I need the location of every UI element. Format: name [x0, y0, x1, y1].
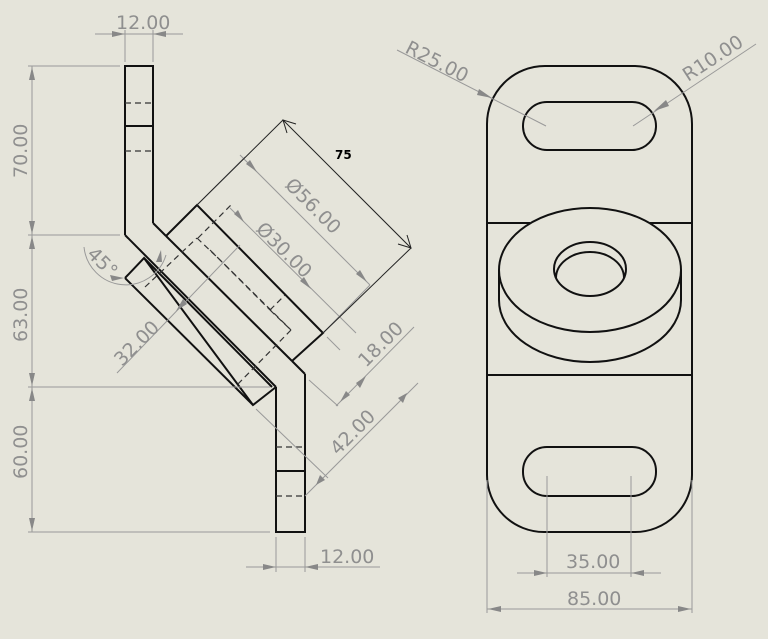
dim-bottom-height: 60.00 [10, 425, 32, 479]
dim-boss-length: 42.00 [326, 406, 380, 460]
hole-inner [555, 251, 625, 279]
dim-middle-height: 63.00 [10, 288, 32, 342]
hole-top [553, 241, 627, 297]
plate-upper-edge-a [152, 222, 167, 237]
dim-hole-diameter: Ø30.00 [251, 218, 316, 283]
hole-hidden-f [269, 294, 286, 311]
hole-hidden-a [144, 237, 198, 288]
bottom-slot [522, 446, 657, 497]
dim-corner-radius: R25.00 [402, 37, 472, 87]
hole-hidden-b [196, 237, 219, 259]
bottom-leg-outline [275, 374, 306, 533]
boss-mid-edge [165, 235, 293, 362]
boss-side [498, 270, 682, 363]
dim-slot-radius: R10.00 [679, 31, 748, 86]
dim-top-width: 12.00 [116, 12, 170, 34]
top-slot [522, 101, 657, 151]
boss-top-face [165, 203, 325, 362]
hole-hidden-g [269, 309, 292, 331]
dim-boss-offset: 18.00 [354, 318, 408, 372]
dim-slot-spacing: 35.00 [566, 551, 620, 573]
dim-plate-thickness: 32.00 [110, 317, 164, 371]
boss-bottom-edge [124, 277, 254, 406]
front-view: R25.00 R10.00 35.00 85.00 [396, 31, 757, 613]
plate-lower-edge [124, 234, 277, 388]
plate-upper-edge-b [291, 360, 306, 375]
side-view: 12.00 70.00 63.00 60.00 45° 32.00 [10, 12, 419, 572]
boss-inner-edge [143, 257, 273, 388]
annotation-75: 75 [335, 148, 352, 162]
boss-bottom-face [124, 256, 277, 407]
plate-outline [486, 65, 693, 533]
dim-bottom-width: 12.00 [320, 546, 374, 568]
dim-top-height: 70.00 [10, 124, 32, 178]
dim-overall-width: 85.00 [567, 588, 621, 610]
hole-hidden-c [197, 202, 234, 239]
boss-top [498, 207, 682, 333]
dim-boss-diameter: Ø56.00 [280, 174, 345, 239]
hole-hidden-h [236, 329, 292, 386]
